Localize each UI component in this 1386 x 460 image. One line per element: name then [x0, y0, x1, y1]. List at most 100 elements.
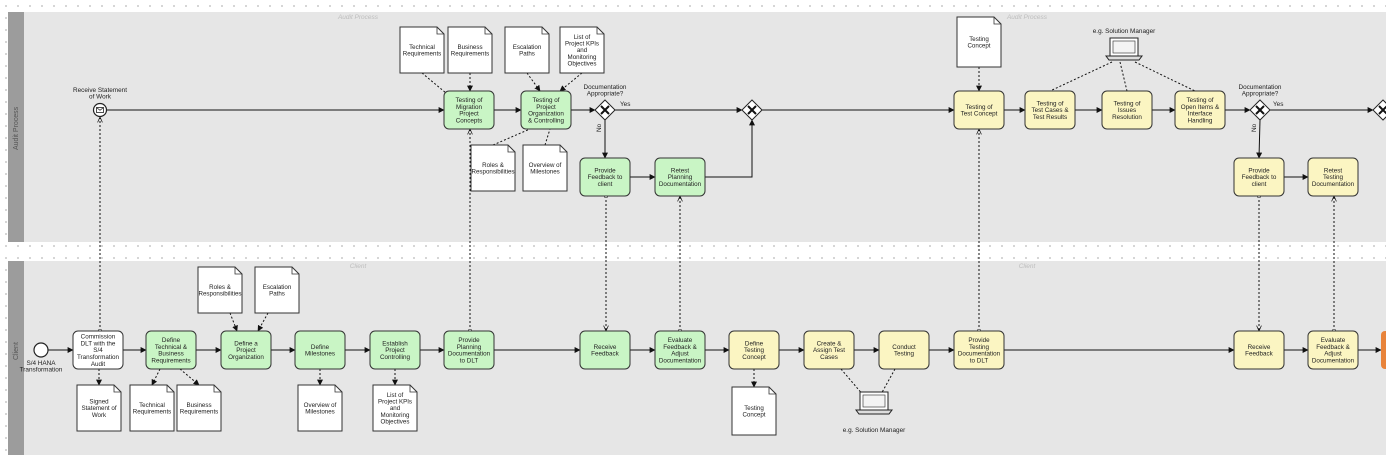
pool-name-client-1: Client [350, 263, 368, 270]
svg-text:No: No [1251, 123, 1258, 132]
system-label: e.g. Solution Manager [843, 427, 906, 434]
lane-label-audit: Audit Process [13, 106, 20, 150]
pool-name-audit-2: Audit Process [1006, 14, 1048, 21]
svg-text:No: No [596, 123, 603, 132]
gateway-merge-1 [741, 99, 763, 121]
pool-audit-process: Audit Process Audit Process Audit Proces… [8, 12, 1386, 242]
doc-roles-bottom: Roles &Responsibilities [197, 266, 243, 314]
task-next-partial[interactable] [1381, 331, 1386, 369]
system-label: e.g. Solution Manager [1093, 28, 1156, 35]
svg-text:Roles &Responsibilities: Roles &Responsibilities [472, 162, 515, 176]
pool-name-client-2: Client [1019, 263, 1037, 270]
lane-header-client [8, 261, 24, 455]
laptop-icon: e.g. Solution Manager [1093, 28, 1156, 61]
laptop-icon: e.g. Solution Manager [843, 391, 906, 434]
svg-text:Roles &Responsibilities: Roles &Responsibilities [199, 284, 242, 298]
svg-text:Yes: Yes [620, 101, 630, 108]
pool-name-audit-1: Audit Process [337, 14, 379, 21]
doc-roles-top: Roles &Responsibilities [470, 144, 516, 192]
svg-text:Yes: Yes [1273, 101, 1283, 108]
lane-label-client: Client [13, 342, 20, 360]
lane-header-audit [8, 12, 24, 242]
connectors [48, 61, 1382, 397]
